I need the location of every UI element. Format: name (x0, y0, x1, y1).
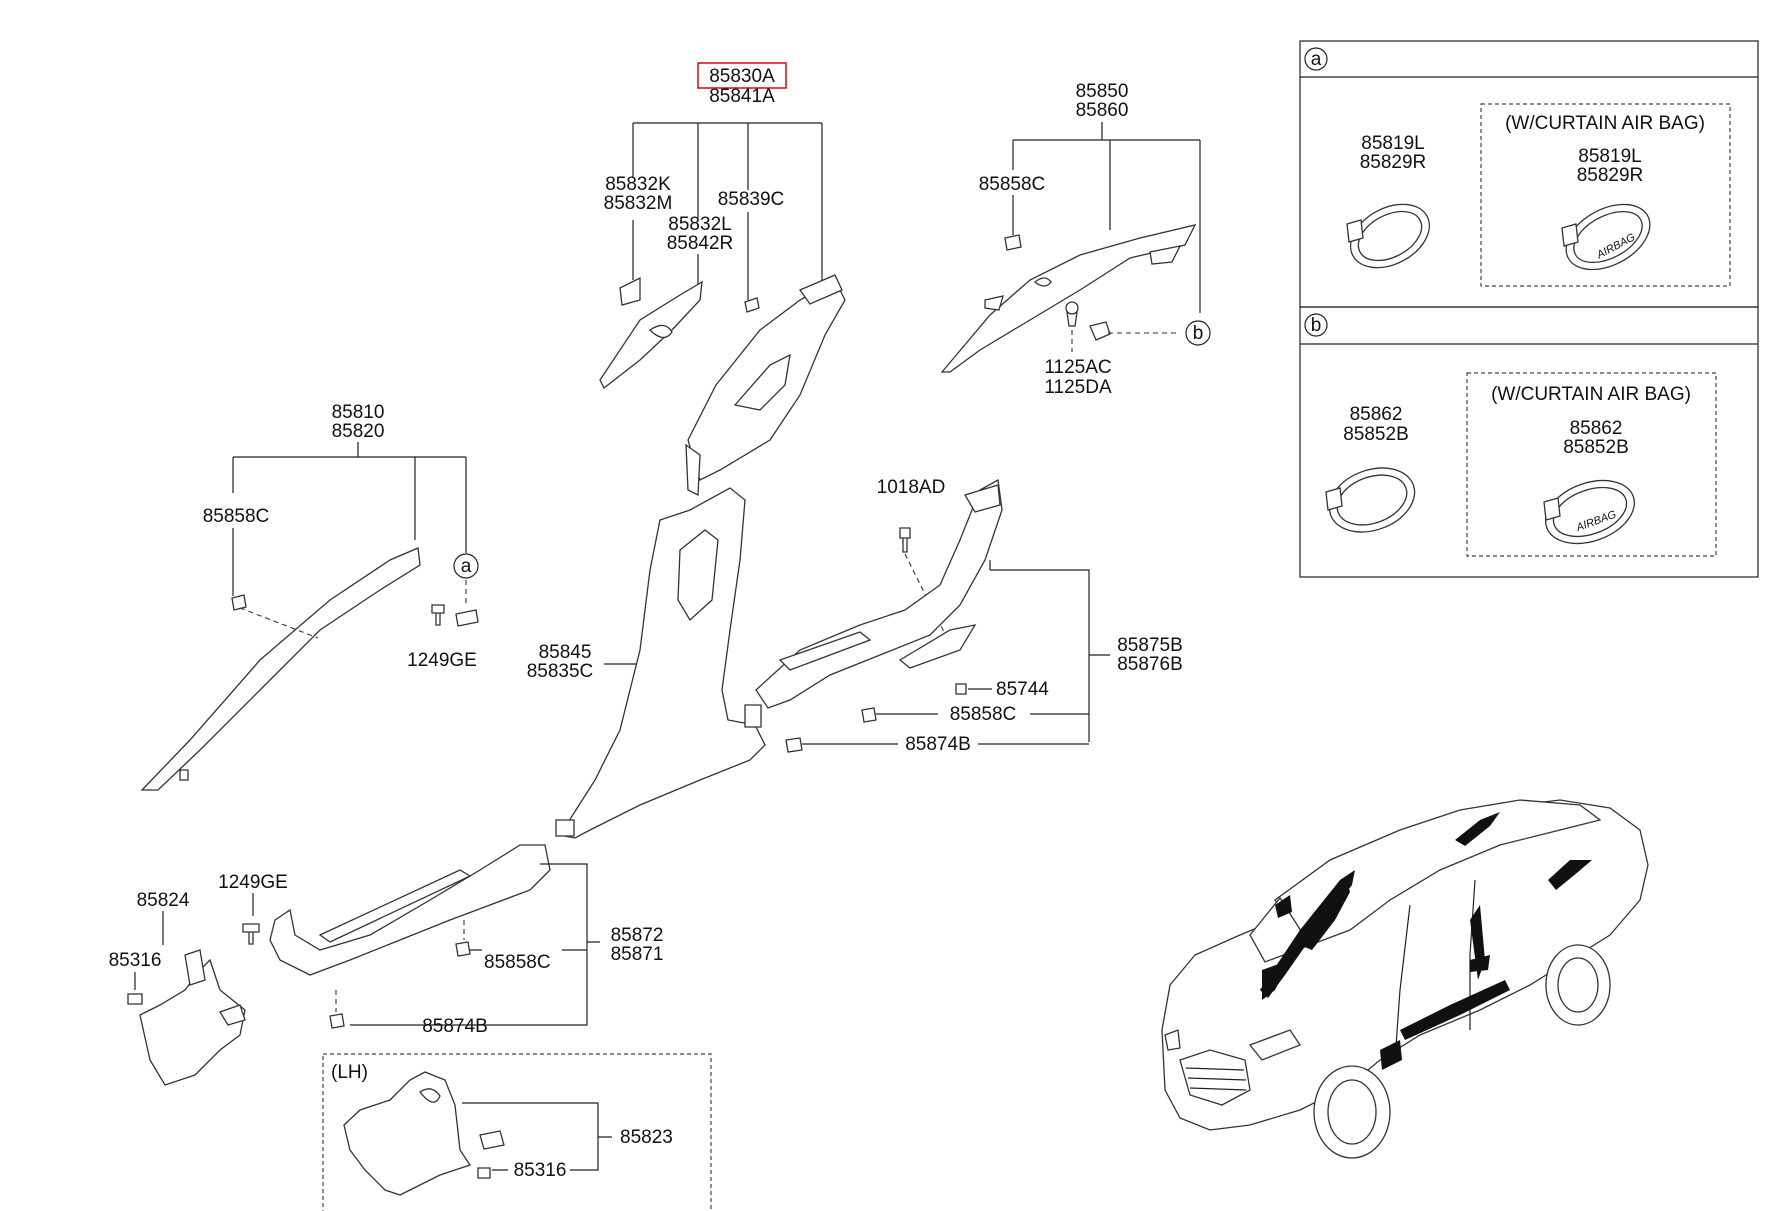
upper-pillar-trim (599, 280, 703, 389)
detail-a-variant-label: (W/CURTAIN AIR BAG) (1505, 113, 1705, 134)
part-label-85744[interactable]: 85744 (996, 679, 1049, 700)
bolt-1249GE-low (242, 923, 260, 945)
lh-detail-box: (LH) 85823 85316 (322, 1053, 712, 1211)
lh-bracket (343, 1071, 472, 1196)
part-label-85871[interactable]: 85871 (611, 944, 664, 965)
car-trim-scuff (1400, 980, 1510, 1040)
part-label-85824[interactable]: 85824 (137, 890, 190, 911)
detail-b-std-part-1[interactable]: 85862 (1350, 404, 1403, 425)
part-label-1249GE-low[interactable]: 1249GE (218, 872, 288, 893)
c-pillar-trim (940, 224, 1197, 373)
part-label-85820[interactable]: 85820 (332, 421, 385, 442)
part-label-85858C-top[interactable]: 85858C (979, 174, 1046, 195)
lh-label: (LH) (331, 1062, 368, 1083)
car-illustration (1161, 799, 1649, 1159)
part-label-85845[interactable]: 85845 (539, 642, 592, 663)
kick-panel-group: 1249GE 85824 85316 (109, 872, 288, 1086)
svg-text:a: a (1311, 49, 1322, 70)
detail-a-variant-part-1[interactable]: 85819L (1578, 146, 1641, 167)
car-grille (1179, 1049, 1251, 1106)
roof-side-group: 85810 85820 85858C a 1249GE (140, 402, 479, 791)
part-label-85832M[interactable]: 85832M (604, 193, 673, 214)
c-pillar-group: 85850 85860 85858C 1125AC 1125DA b (940, 81, 1211, 398)
part-label-85842R[interactable]: 85842R (667, 233, 734, 254)
front-scuff-trim (269, 844, 551, 976)
car-trim-roof-rail (1455, 812, 1500, 846)
rear-scuff-trim (755, 478, 1003, 709)
part-label-85832L[interactable]: 85832L (668, 214, 731, 235)
part-label-85830A[interactable]: 85830A (709, 66, 775, 87)
part-label-85841A[interactable]: 85841A (709, 86, 775, 107)
detail-a-std-part-2[interactable]: 85829R (1360, 152, 1427, 173)
leader-lines (632, 122, 823, 282)
part-label-85858C-left[interactable]: 85858C (203, 506, 270, 527)
callout-b-detail[interactable]: b (1304, 313, 1328, 337)
part-label-85874B-right[interactable]: 85874B (905, 734, 971, 755)
front-scuff-group: 85858C 85872 85871 85874B (269, 844, 664, 1037)
part-label-1125AC[interactable]: 1125AC (1044, 357, 1111, 378)
part-label-85858C-low[interactable]: 85858C (484, 952, 551, 973)
roof-side-trim (140, 547, 421, 791)
clip-85744 (955, 683, 967, 695)
part-label-85839C[interactable]: 85839C (718, 189, 785, 210)
part-label-85874B-low[interactable]: 85874B (422, 1016, 488, 1037)
kick-panel-85824 (139, 958, 246, 1086)
part-label-1018AD[interactable]: 1018AD (877, 477, 946, 498)
detail-a-box: a 85819L 85829R (W/CURTAIN AIR BAG) 8581… (1299, 40, 1759, 308)
detail-b-std-part-2[interactable]: 85852B (1343, 424, 1409, 445)
svg-text:b: b (1193, 323, 1204, 344)
bolt-1249GE (431, 604, 445, 626)
part-label-85876B[interactable]: 85876B (1117, 654, 1183, 675)
part-label-85810[interactable]: 85810 (332, 402, 385, 423)
rear-scuff-group: 1018AD 85875B 85876B 85744 85858C 85874B (755, 477, 1183, 755)
part-label-85860[interactable]: 85860 (1076, 100, 1129, 121)
b-pillar-group: 85845 85835C (527, 487, 766, 839)
part-label-85858C-right[interactable]: 85858C (950, 704, 1017, 725)
callout-a-left[interactable]: a (453, 553, 479, 579)
detail-a-std-part-1[interactable]: 85819L (1361, 133, 1424, 154)
part-label-1125DA[interactable]: 1125DA (1044, 377, 1112, 398)
part-label-85823[interactable]: 85823 (620, 1127, 673, 1148)
detail-b-box: b 85862 85852B (W/CURTAIN AIR BAG) 85862… (1299, 306, 1759, 578)
highlight-box (697, 62, 787, 89)
part-label-85832K[interactable]: 85832K (605, 174, 671, 195)
clip-85858C-low (455, 941, 471, 957)
svg-text:b: b (1311, 315, 1322, 336)
callout-a-detail[interactable]: a (1304, 47, 1328, 71)
detail-b-variant-label: (W/CURTAIN AIR BAG) (1491, 384, 1691, 405)
callout-b-top[interactable]: b (1185, 320, 1211, 346)
part-label-85835C[interactable]: 85835C (527, 661, 594, 682)
part-label-85875B[interactable]: 85875B (1117, 635, 1183, 656)
car-trim-c-pillar (1548, 860, 1592, 890)
part-label-85850[interactable]: 85850 (1076, 81, 1129, 102)
detail-b-variant-part-2[interactable]: 85852B (1563, 437, 1629, 458)
part-label-85872[interactable]: 85872 (611, 925, 664, 946)
detail-a-variant-part-2[interactable]: 85829R (1577, 165, 1644, 186)
part-label-85316-left[interactable]: 85316 (109, 950, 162, 971)
detail-b-variant-part-1[interactable]: 85862 (1570, 418, 1623, 439)
a-pillar-group: 85830A 85841A 85832K 85832M 85839C 85832… (599, 62, 846, 497)
screw-1018AD (899, 527, 911, 553)
svg-text:a: a (461, 556, 472, 577)
part-label-1249GE-mid[interactable]: 1249GE (407, 650, 477, 671)
part-label-85316-lh[interactable]: 85316 (514, 1160, 567, 1181)
